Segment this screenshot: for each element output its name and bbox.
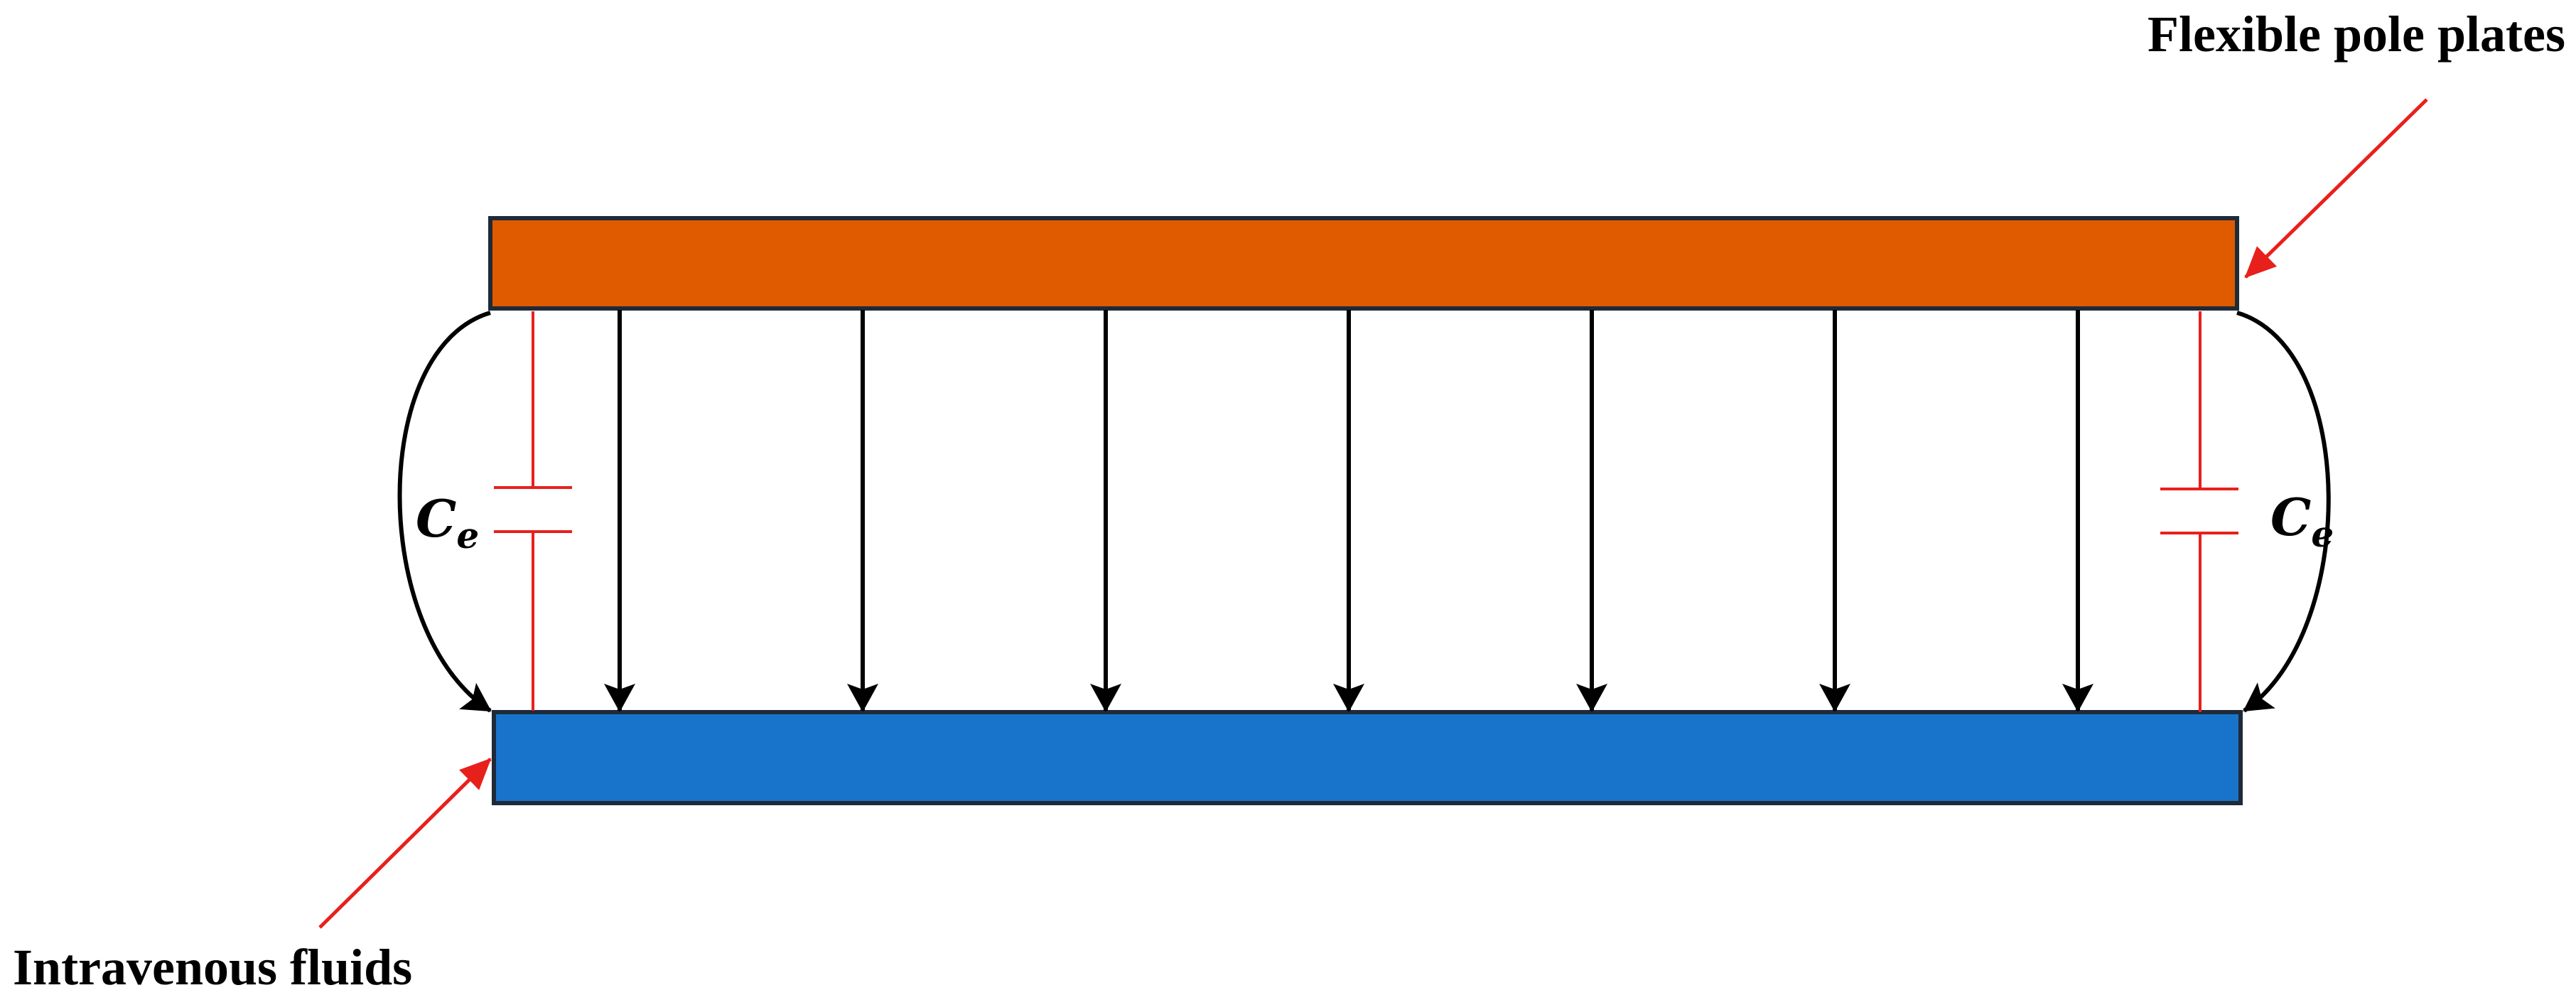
capacitor-left-label: Ce xyxy=(416,488,479,556)
bottom-plate xyxy=(492,710,2243,805)
bottom-plate-pointer-arrow xyxy=(318,758,492,929)
top-plate xyxy=(488,216,2239,311)
top-plate-pointer-arrow xyxy=(2244,98,2428,279)
capacitor-right-label: Ce xyxy=(2270,487,2334,555)
left-capacitor-symbol xyxy=(494,311,572,711)
field-arrows xyxy=(604,310,2093,712)
right-fringe-field-curve xyxy=(2236,311,2331,713)
right-capacitor-symbol xyxy=(2160,311,2238,712)
top-plate-label: Flexible pole plates xyxy=(2147,6,2565,63)
left-fringe-field-curve xyxy=(397,311,492,713)
bottom-plate-label: Intravenous fluids xyxy=(13,939,412,995)
